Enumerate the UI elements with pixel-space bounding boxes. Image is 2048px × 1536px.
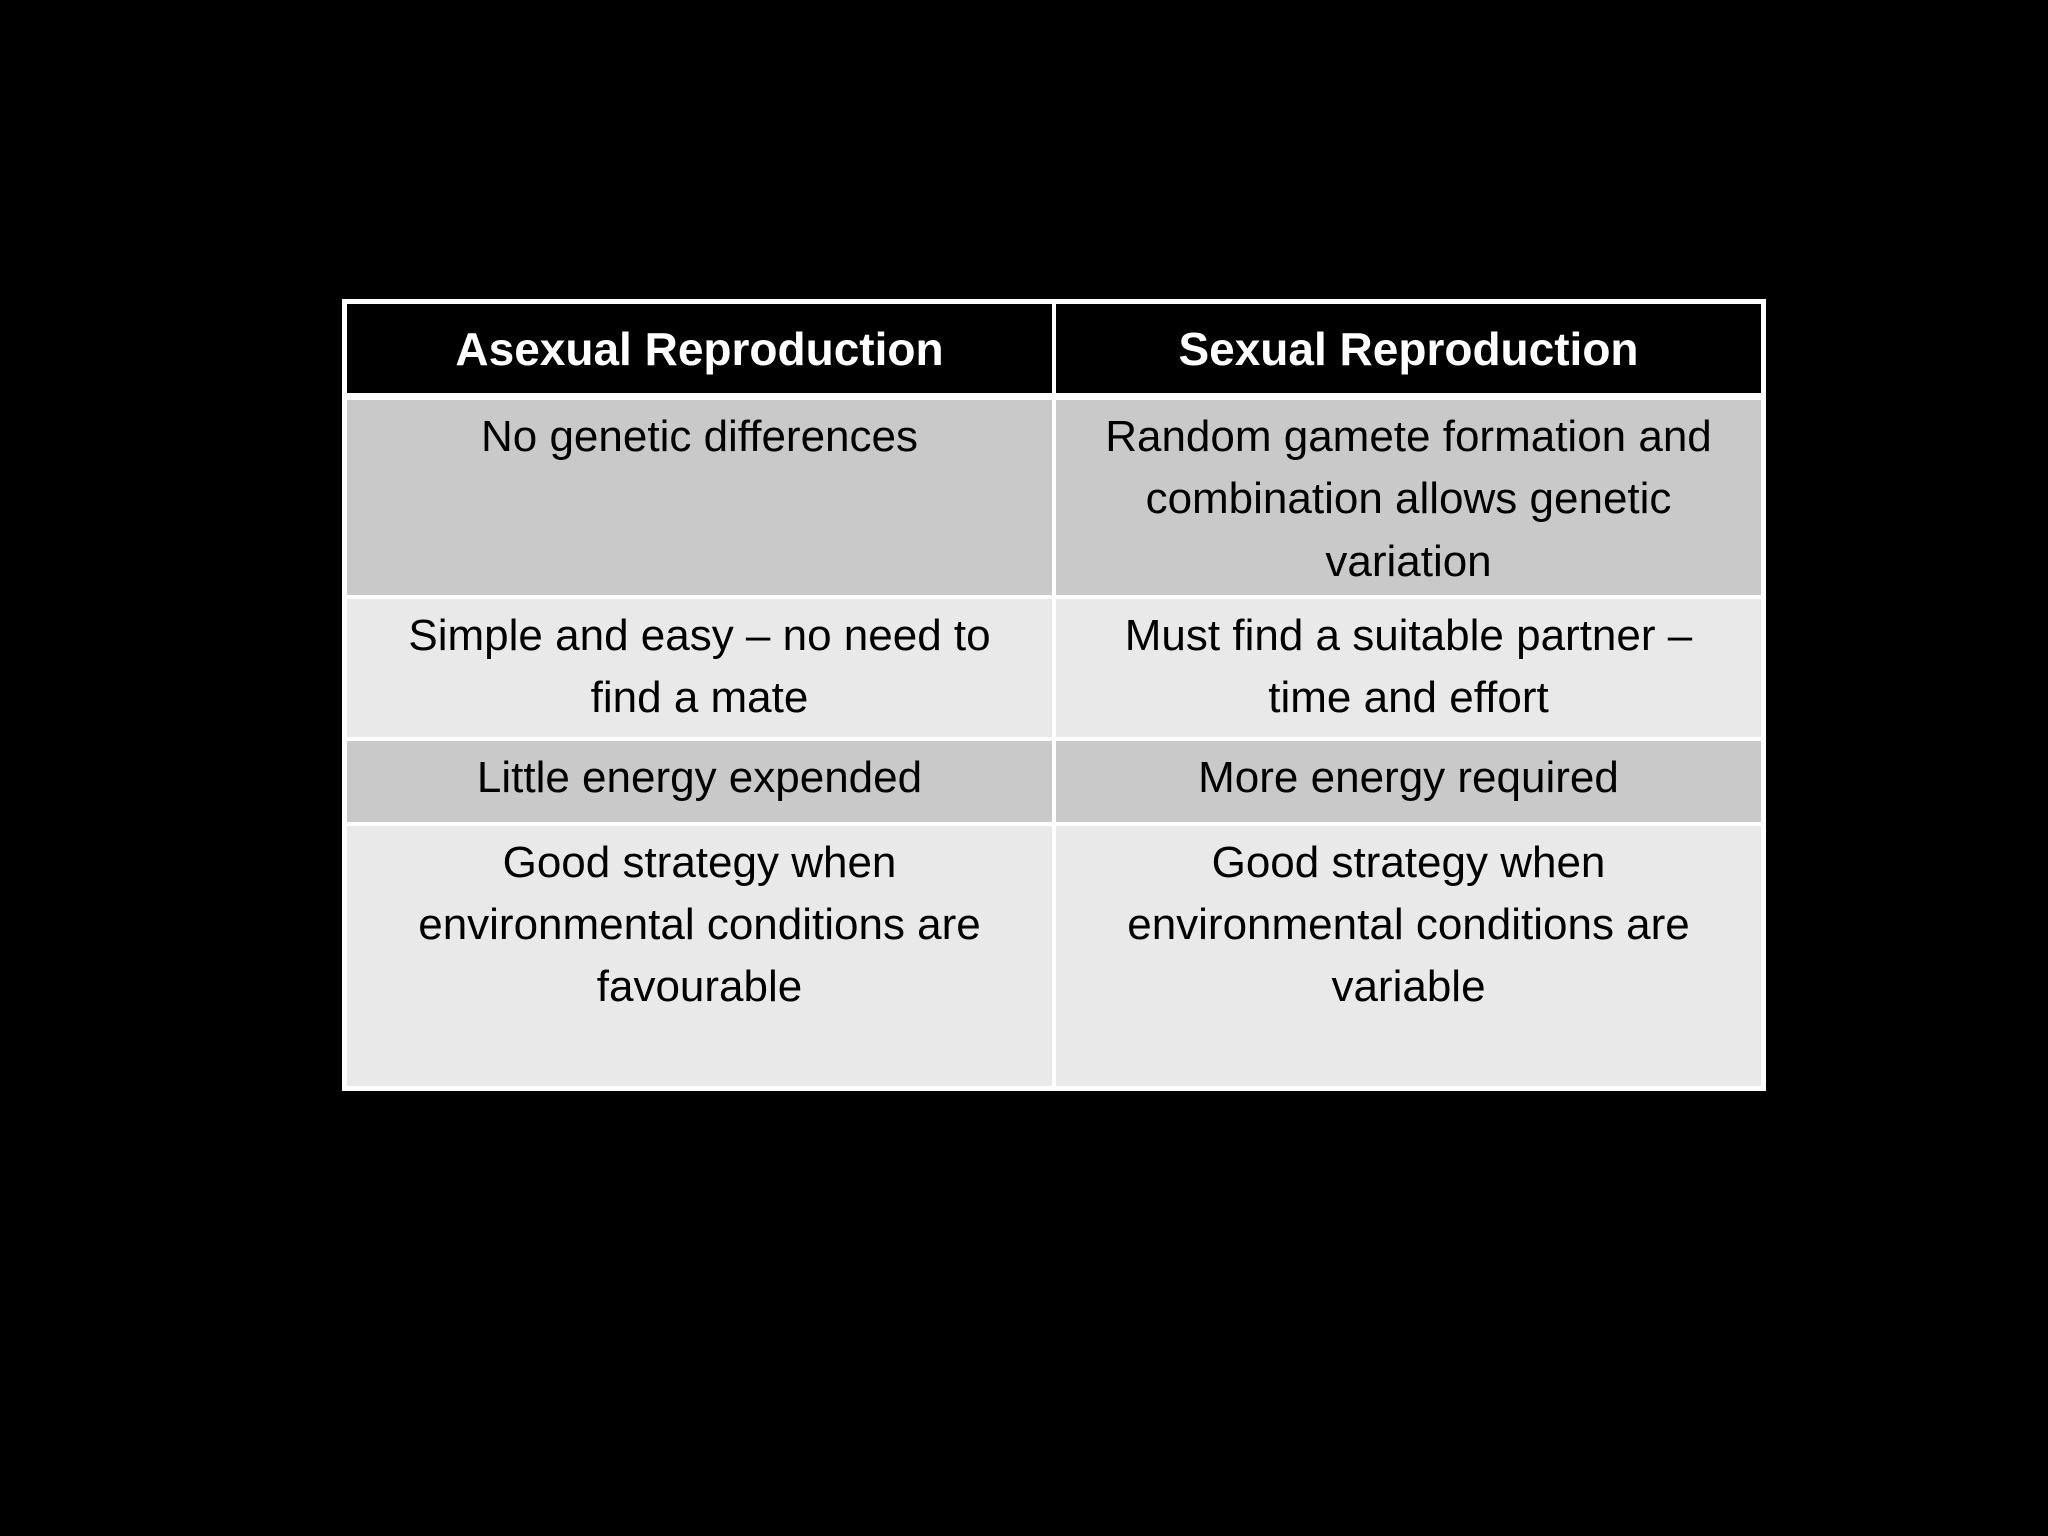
cell-asexual-strategy: Good strategy when environmental conditi…	[342, 821, 1056, 1091]
table-row: Good strategy when environmental conditi…	[342, 821, 1766, 1091]
comparison-table: Asexual Reproduction Sexual Reproduction…	[342, 299, 1766, 1091]
header-asexual: Asexual Reproduction	[342, 299, 1056, 400]
cell-sexual-energy: More energy required	[1052, 736, 1766, 826]
cell-sexual-strategy: Good strategy when environmental conditi…	[1052, 821, 1766, 1091]
cell-sexual-effort: Must find a suitable partner – time and …	[1052, 594, 1766, 741]
cell-asexual-energy: Little energy expended	[342, 736, 1056, 826]
cell-asexual-effort: Simple and easy – no need to find a mate	[342, 594, 1056, 741]
header-sexual: Sexual Reproduction	[1052, 299, 1766, 400]
cell-asexual-genetics: No genetic differences	[342, 394, 1056, 599]
header-row: Asexual Reproduction Sexual Reproduction	[342, 299, 1766, 400]
table-row: Little energy expended More energy requi…	[342, 736, 1766, 826]
cell-sexual-genetics: Random gamete formation and combination …	[1052, 394, 1766, 599]
table-row: Simple and easy – no need to find a mate…	[342, 594, 1766, 741]
table-row: No genetic differences Random gamete for…	[342, 394, 1766, 599]
